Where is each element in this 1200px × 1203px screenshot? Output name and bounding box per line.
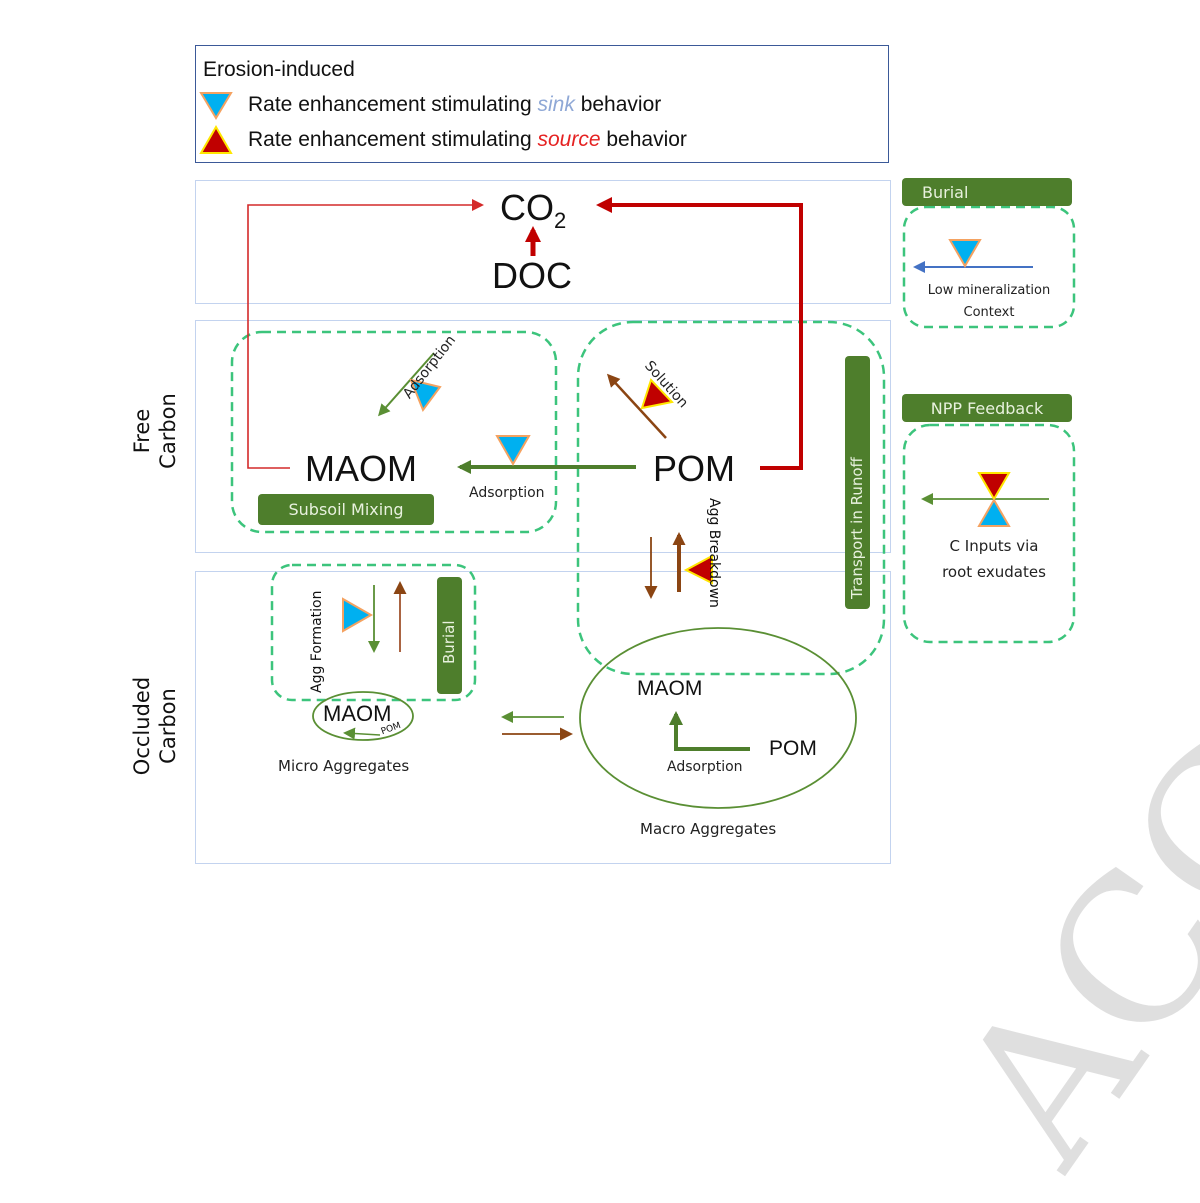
macro-aggregates-caption: Macro Aggregates bbox=[640, 820, 777, 838]
doc-label: DOC bbox=[492, 255, 572, 296]
micro-maom-label: MAOM bbox=[323, 701, 392, 726]
legend-source-triangle-icon bbox=[199, 124, 233, 154]
pom-free-dashed-box bbox=[576, 320, 886, 676]
pom-to-co2-arrow bbox=[596, 197, 803, 470]
occluded-carbon-region bbox=[195, 571, 891, 864]
co2-label: CO2 bbox=[500, 187, 566, 234]
legend-sink-suffix: behavior bbox=[574, 93, 662, 116]
free-carbon-region bbox=[195, 320, 891, 553]
macro-aggregate-ellipse bbox=[579, 627, 857, 809]
legend-source-suffix: behavior bbox=[600, 128, 687, 151]
burial-side-tag: Burial bbox=[902, 178, 1072, 206]
legend-sink-keyword: sink bbox=[537, 93, 575, 116]
legend-title: Erosion-induced bbox=[203, 58, 355, 81]
horiz-adsorption-label: Adsorption bbox=[469, 485, 545, 501]
subsoil-mixing-tag: Subsoil Mixing bbox=[258, 494, 434, 525]
maom-free-dashed-box bbox=[230, 330, 558, 534]
burial-side-caption-line2: Context bbox=[963, 305, 1015, 320]
solution-source-triangle-icon bbox=[640, 378, 674, 410]
free-maom-label: MAOM bbox=[305, 448, 417, 489]
free-pom-label: POM bbox=[653, 448, 736, 489]
legend-sink-triangle-icon bbox=[199, 92, 233, 120]
agg-formation-label: Agg Formation bbox=[309, 590, 325, 693]
burial-side-dashed-box bbox=[902, 205, 1076, 329]
co2-text: CO bbox=[500, 187, 554, 228]
diag-adsorption-arrow bbox=[378, 352, 435, 417]
legend-source-row: Rate enhancement stimulating source beha… bbox=[248, 128, 687, 152]
burial-side-caption-line1: Low mineralization bbox=[927, 283, 1051, 298]
legend-source-prefix: Rate enhancement stimulating bbox=[248, 128, 538, 151]
micro-pom-to-maom-arrow bbox=[343, 727, 381, 740]
legend-box bbox=[195, 45, 889, 163]
macro-pom-label: POM bbox=[769, 737, 817, 760]
legend-sink-row: Rate enhancement stimulating sink behavi… bbox=[248, 93, 661, 117]
solution-arrow bbox=[606, 373, 667, 439]
npp-side-dashed-box bbox=[902, 423, 1076, 644]
diagram-canvas bbox=[199, 92, 1076, 809]
atmosphere-region bbox=[195, 180, 891, 304]
npp-feedback-caption: C Inputs via root exudates bbox=[906, 533, 1082, 585]
agg-formation-sink-triangle-icon bbox=[342, 597, 374, 633]
maom-to-co2-arrow bbox=[247, 199, 484, 469]
legend-sink-prefix: Rate enhancement stimulating bbox=[248, 93, 538, 116]
burial-tag-occluded-text: Burial bbox=[440, 620, 458, 665]
legend-source-keyword: source bbox=[537, 128, 601, 151]
npp-source-triangle-icon bbox=[977, 472, 1011, 502]
diag-adsorption-sink-triangle-icon bbox=[409, 378, 442, 413]
npp-feedback-tag: NPP Feedback bbox=[902, 394, 1072, 422]
npp-feedback-caption-line1: C Inputs via bbox=[949, 537, 1039, 555]
agg-breakdown-label: Agg Breakdown bbox=[706, 498, 722, 608]
micro-aggregates-caption: Micro Aggregates bbox=[278, 757, 410, 775]
burial-sink-triangle-icon bbox=[948, 239, 982, 269]
agg-breakdown-source-triangle-icon bbox=[683, 554, 713, 585]
co2-subscript: 2 bbox=[554, 208, 567, 234]
burial-side-caption: Low mineralization Context bbox=[906, 280, 1072, 324]
micro-aggregate-ellipse bbox=[312, 691, 414, 741]
transport-runoff-tag: Transport in Runoff bbox=[845, 356, 870, 609]
burial-tag-occluded: Burial bbox=[437, 577, 462, 694]
npp-sink-triangle-icon bbox=[977, 497, 1011, 527]
transport-runoff-tag-text: Transport in Runoff bbox=[848, 457, 866, 599]
horiz-adsorption-sink-triangle-icon bbox=[495, 435, 531, 467]
npp-feedback-caption-line2: root exudates bbox=[942, 563, 1046, 581]
agg-formation-dashed-box bbox=[270, 563, 477, 702]
macro-maom-label: MAOM bbox=[637, 677, 703, 700]
macro-adsorption-label: Adsorption bbox=[667, 759, 743, 775]
macro-pom-to-maom-arrow bbox=[669, 711, 750, 751]
